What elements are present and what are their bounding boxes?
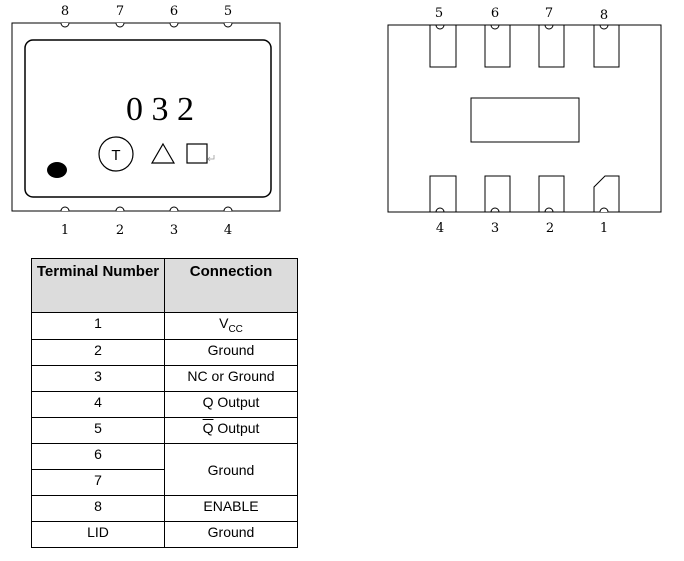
bottom-pin-label: 4 [436, 221, 444, 236]
pin-notch [115, 22, 125, 28]
pin1-pad [593, 175, 620, 212]
pin-notch [599, 24, 609, 30]
pad [593, 24, 620, 68]
table-row: 8 ENABLE [31, 494, 298, 522]
top-pin-label: 8 [600, 8, 608, 23]
bottom-pin-label: 1 [600, 221, 608, 236]
pad [429, 175, 457, 213]
pin-notch [223, 206, 233, 212]
bottom-pin-label: 3 [170, 223, 178, 238]
terminal-cell: 5 [31, 416, 165, 444]
top-pin-label: 5 [224, 4, 232, 19]
table-row: 5 Q Output [31, 416, 298, 444]
pin-notch [60, 206, 70, 212]
pin-connection-table: Terminal Number Connection 1 VCC 2 Groun… [31, 258, 298, 548]
connection-text: V [219, 315, 229, 331]
pin-notch [169, 206, 179, 212]
header-terminal-number: Terminal Number [31, 258, 165, 313]
top-pin-label: 8 [61, 4, 69, 19]
top-view-outline [11, 22, 281, 212]
package-diagram: 0 3 2 T 8 7 6 5 1 2 3 4 [11, 4, 662, 238]
pad [484, 24, 511, 68]
connection-cell: Ground [164, 442, 298, 496]
table-row: LID Ground [31, 520, 298, 548]
table-row: 2 Ground [31, 338, 298, 366]
marking-code: 0 3 2 [126, 91, 194, 128]
bottom-pin-label: 3 [491, 221, 499, 236]
triangle-icon [150, 142, 176, 164]
bottom-view: 5 6 7 8 4 3 2 1 [387, 6, 662, 236]
bottom-view-outline [387, 24, 662, 213]
terminal-cell: 3 [31, 364, 165, 392]
bottom-pin-label: 1 [61, 223, 69, 238]
connection-cell: Q Output [164, 390, 298, 418]
pin-notch [60, 22, 70, 28]
pin-notch [599, 207, 609, 213]
q-bar: Q [202, 419, 214, 436]
top-view: 0 3 2 T 8 7 6 5 1 2 3 4 [11, 4, 281, 238]
terminal-cell: 6 [31, 442, 165, 470]
connection-cell: Ground [164, 520, 298, 548]
center-pad [470, 97, 580, 143]
table-row: 3 NC or Ground [31, 364, 298, 392]
pad [484, 175, 511, 213]
pin1-dot [47, 162, 67, 178]
top-pin-label: 7 [545, 6, 553, 21]
terminal-cell: 7 [31, 468, 165, 496]
pin-notch [544, 207, 554, 213]
table-row: 4 Q Output [31, 390, 298, 418]
connection-cell: Ground [164, 338, 298, 366]
top-pin-label: 5 [435, 6, 443, 21]
connection-cell: Q Output [164, 416, 298, 444]
connection-cell: NC or Ground [164, 364, 298, 392]
connection-cell: ENABLE [164, 494, 298, 522]
bottom-pin-label: 2 [116, 223, 124, 238]
top-pin-label: 6 [491, 6, 499, 21]
terminal-cell: 4 [31, 390, 165, 418]
top-pin-label: 7 [116, 4, 124, 19]
pin-notch [490, 207, 500, 213]
connection-cell: VCC [164, 312, 298, 340]
pin-notch [223, 22, 233, 28]
terminal-cell: 1 [31, 312, 165, 340]
pin-notch [490, 24, 500, 30]
table-row: 6 Ground [31, 442, 298, 496]
pin-notch [115, 206, 125, 212]
bottom-pin-label: 2 [546, 221, 554, 236]
pad [538, 24, 565, 68]
connection-text: Output [213, 419, 260, 436]
terminal-cell: LID [31, 520, 165, 548]
connection-subscript: CC [228, 323, 243, 335]
t-symbol: T [111, 147, 120, 164]
t-circle-icon [98, 136, 134, 172]
pin-notch [435, 24, 445, 30]
return-mark-icon [207, 155, 215, 162]
bottom-pin-label: 4 [224, 223, 232, 238]
pin-notch [544, 24, 554, 30]
header-connection: Connection [164, 258, 298, 313]
pin-notch [435, 207, 445, 213]
table-header-row: Terminal Number Connection [31, 258, 298, 313]
pad [538, 175, 565, 213]
terminal-cell: 2 [31, 338, 165, 366]
square-icon [186, 143, 208, 164]
pad [429, 24, 457, 68]
pin-notch [169, 22, 179, 28]
top-pin-label: 6 [170, 4, 178, 19]
terminal-cell: 8 [31, 494, 165, 522]
table-row: 1 VCC [31, 312, 298, 340]
lid-outline [24, 39, 272, 198]
